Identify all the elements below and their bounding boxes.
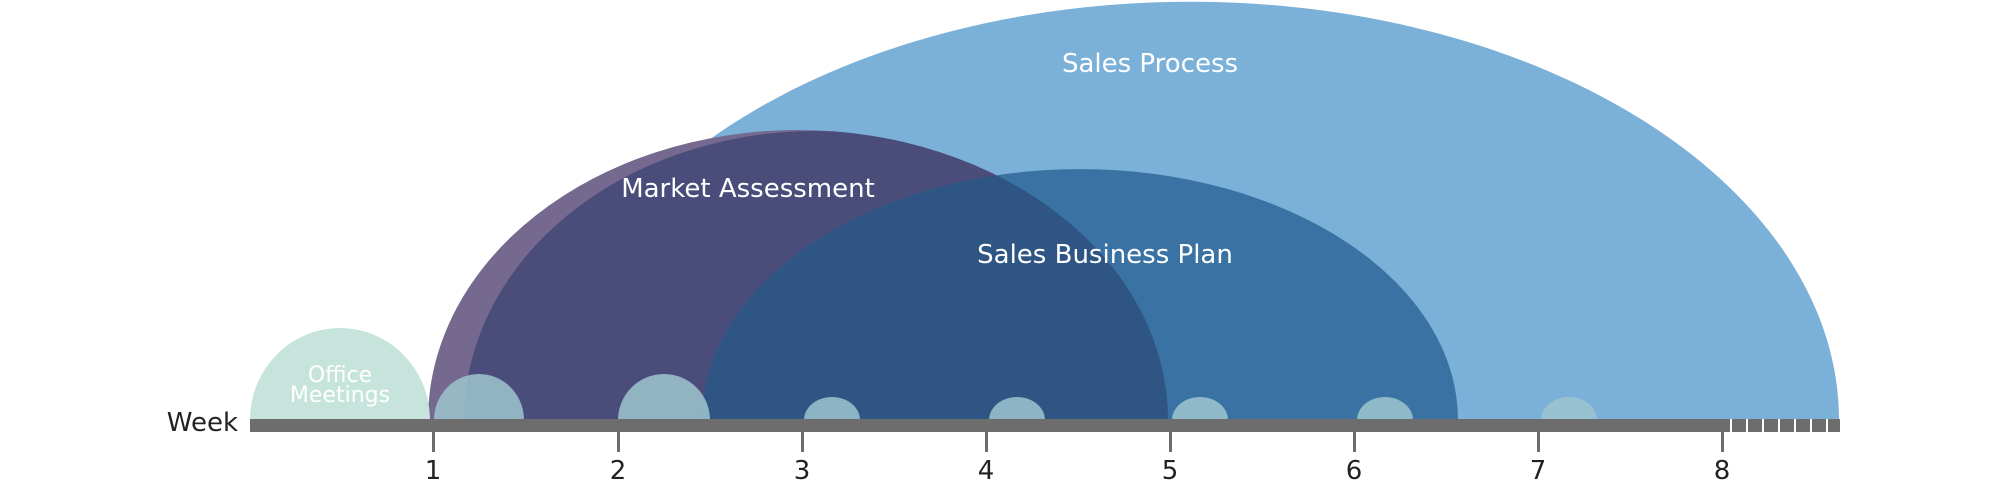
milestone-bubble-week-4 bbox=[989, 397, 1045, 420]
sales-business-plan-label: Sales Business Plan bbox=[977, 240, 1233, 270]
tick-mark bbox=[1353, 419, 1356, 452]
tick-mark bbox=[432, 419, 435, 452]
tick-mark bbox=[1721, 419, 1724, 452]
milestone-bubble-week-1 bbox=[434, 374, 524, 420]
tick-label-week-1: 1 bbox=[425, 456, 442, 486]
market-plan-overlap bbox=[702, 169, 1168, 420]
office-meetings-dome bbox=[250, 328, 430, 420]
sales-process-label: Sales Process bbox=[1062, 49, 1238, 79]
tick-label-week-2: 2 bbox=[610, 456, 627, 486]
axis-dash-gap bbox=[1762, 419, 1764, 432]
tick-label-week-3: 3 bbox=[794, 456, 811, 486]
tick-label-week-7: 7 bbox=[1530, 456, 1547, 486]
market-assessment-label: Market Assessment bbox=[621, 174, 875, 204]
axis-dash-gap bbox=[1778, 419, 1780, 432]
milestone-bubble-week-5 bbox=[1172, 397, 1228, 420]
week-axis-bar bbox=[250, 419, 1840, 432]
tick-label-week-8: 8 bbox=[1714, 456, 1731, 486]
tick-mark bbox=[801, 419, 804, 452]
tick-label-week-5: 5 bbox=[1162, 456, 1179, 486]
tick-mark bbox=[985, 419, 988, 452]
tick-label-week-6: 6 bbox=[1346, 456, 1363, 486]
milestone-bubble-week-3 bbox=[804, 397, 860, 420]
axis-tick-labels: 1 2 3 4 5 6 7 8 bbox=[425, 456, 1731, 486]
office-meetings-label-line1: Office bbox=[308, 363, 372, 388]
tick-mark bbox=[617, 419, 620, 452]
week-axis-label: Week bbox=[167, 408, 238, 438]
tick-mark bbox=[1169, 419, 1172, 452]
axis-dash-gap bbox=[1810, 419, 1812, 432]
tick-mark bbox=[1537, 419, 1540, 452]
overlap-region bbox=[702, 169, 1168, 420]
axis-dash-gap bbox=[1730, 419, 1732, 432]
milestone-bubble-week-2 bbox=[618, 374, 710, 420]
milestone-bubble-week-7 bbox=[1541, 397, 1597, 420]
tick-label-week-4: 4 bbox=[978, 456, 995, 486]
axis-dash-gap bbox=[1826, 419, 1828, 432]
axis-ticks bbox=[432, 419, 1724, 452]
office-meetings-label-line2: Meetings bbox=[290, 383, 390, 408]
axis-dash-gap bbox=[1794, 419, 1796, 432]
axis-end-dashes bbox=[1730, 419, 1828, 432]
axis-dash-gap bbox=[1746, 419, 1748, 432]
milestone-bubble-week-6 bbox=[1357, 397, 1413, 420]
